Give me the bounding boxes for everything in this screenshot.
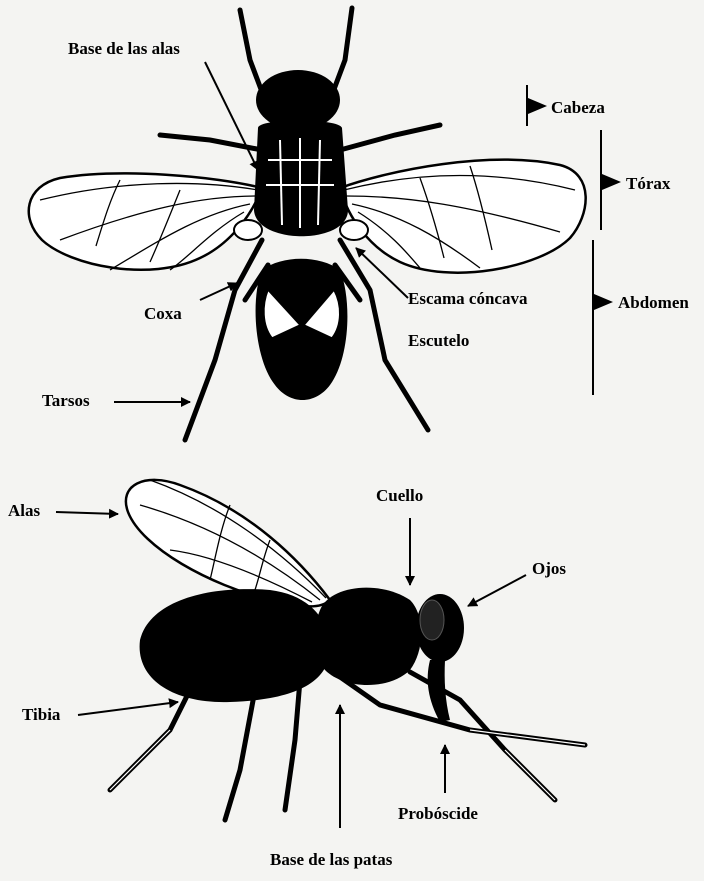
label-scutellum: Escutelo: [408, 332, 469, 349]
label-head: Cabeza: [551, 99, 605, 116]
fly-top-view: [29, 8, 586, 440]
side-wing: [126, 480, 330, 607]
label-leg-base: Base de las patas: [270, 851, 392, 868]
left-wing: [29, 173, 262, 269]
head-pointer-icon: [528, 98, 547, 114]
label-abdomen: Abdomen: [618, 294, 689, 311]
fly-side-view: [110, 480, 585, 820]
label-proboscis: Probóscide: [398, 805, 478, 822]
label-thorax: Tórax: [626, 175, 670, 192]
label-wing-base: Base de las alas: [68, 40, 180, 57]
label-tarsi: Tarsos: [42, 392, 90, 409]
label-wings: Alas: [8, 502, 40, 519]
label-neck: Cuello: [376, 487, 423, 504]
label-eyes: Ojos: [532, 560, 566, 577]
label-tibia: Tibia: [22, 706, 60, 723]
label-concave-scale: Escama cóncava: [408, 290, 527, 307]
thorax-pointer-icon: [602, 174, 621, 190]
abdomen-pointer-icon: [594, 294, 613, 310]
label-coxa: Coxa: [144, 305, 182, 322]
